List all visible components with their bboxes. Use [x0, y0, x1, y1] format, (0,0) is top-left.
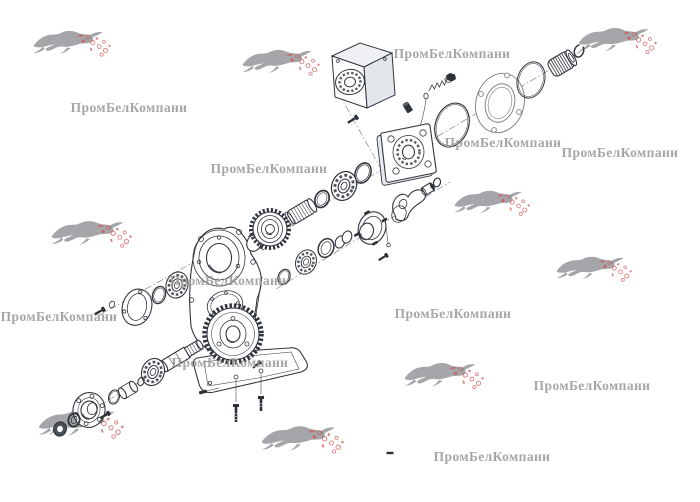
washer [341, 230, 353, 244]
driveshaft-yoke [391, 189, 426, 223]
bolt-leaders [206, 374, 262, 402]
watermark-text: ПромБелКомпани [562, 145, 679, 160]
leaping-jaguar-logo [242, 49, 321, 76]
watermark-text: ПромБелКомпани [394, 46, 511, 61]
ball-bearing [290, 245, 322, 279]
snap-ring [573, 44, 585, 58]
watermark-text: ПромБелКомпани [172, 355, 289, 370]
leaping-jaguar-logo [33, 30, 112, 57]
cover-oring-small [149, 284, 169, 306]
washer [108, 300, 116, 309]
snap-ring-small [137, 376, 145, 387]
bearing-cap [432, 177, 442, 188]
output-flange [353, 210, 388, 246]
pin-ring [386, 242, 391, 248]
bearing-cover-box [330, 42, 396, 109]
splined-coupling [547, 49, 578, 77]
watermark-text-layer: ПромБелКомпани ПромБелКомпани ПромБелКом… [1, 46, 679, 464]
flange-hub [72, 392, 106, 428]
breather-valve [411, 73, 456, 150]
small-bolt [198, 389, 208, 395]
watermark-text: ПромБелКомпани [395, 306, 512, 321]
tiny-bolt [386, 451, 394, 455]
flange-bolt [233, 404, 239, 422]
leaping-jaguar-logo [556, 256, 633, 282]
bevel-gear [246, 208, 291, 252]
spacer-sleeve [117, 380, 139, 400]
bearing-cup [420, 182, 436, 196]
leaping-jaguar-logo [51, 220, 133, 248]
shaft-nut [53, 421, 67, 437]
watermark-text: ПромБелКомпани [170, 273, 287, 288]
rear-flange [475, 72, 525, 134]
flange-bolt [258, 396, 264, 411]
leaping-jaguar-logo [454, 190, 531, 216]
leaping-jaguar-logo [261, 425, 345, 454]
cover-oring [434, 102, 470, 148]
retaining-ring [313, 189, 331, 209]
flange-screw [377, 252, 390, 263]
oil-plug [402, 101, 413, 114]
cotter-pin [385, 225, 389, 244]
watermark-text: ПромБелКомпани [534, 378, 651, 393]
gasket-plate [121, 288, 153, 326]
output-gear [202, 303, 264, 365]
seal-ring [67, 412, 81, 428]
leaping-jaguar-logo [404, 362, 485, 390]
watermark-text: ПромБелКомпани [71, 100, 188, 115]
leaping-jaguar-logo [578, 27, 658, 55]
oil-seal [317, 237, 335, 259]
mounting-flange-plate [376, 123, 437, 186]
ball-bearing [325, 166, 363, 206]
watermark-text: ПромБелКомпани [1, 309, 118, 324]
watermark-text: ПромБелКомпани [434, 449, 551, 464]
cover-bolt [346, 114, 360, 125]
watermark-text: ПромБелКомпани [445, 135, 562, 150]
flange-gasket-oring [516, 61, 546, 99]
splined-shaft-piece [284, 198, 318, 226]
watermark-text: ПромБелКомпани [211, 161, 328, 176]
input-shaft [159, 339, 204, 373]
